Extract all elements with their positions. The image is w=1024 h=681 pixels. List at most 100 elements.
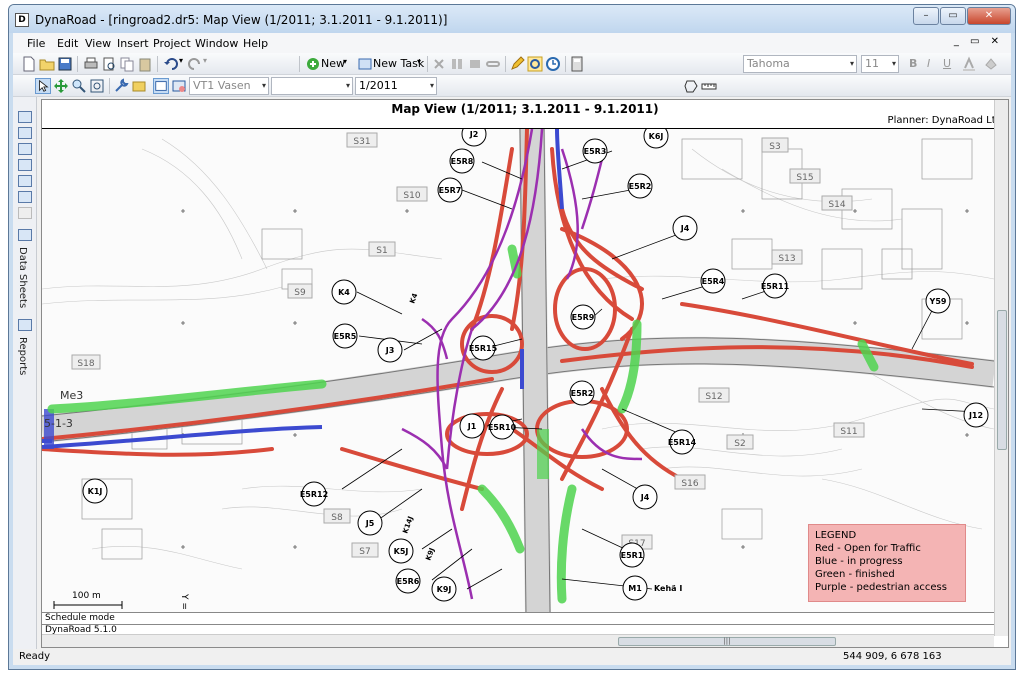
marker-e5r1[interactable]: E5R1 <box>619 542 645 568</box>
font-color-icon[interactable] <box>961 56 977 72</box>
marker-e5r12[interactable]: E5R12 <box>300 481 328 507</box>
tab-reports[interactable]: Reports <box>17 337 28 376</box>
tab-data-sheets[interactable]: Data Sheets <box>17 247 28 309</box>
task-move-icon[interactable] <box>467 56 483 72</box>
marker-e5r11[interactable]: E5R11 <box>761 273 790 299</box>
undo-icon[interactable] <box>163 56 179 72</box>
marker-k6j[interactable]: K6J <box>643 129 669 149</box>
map-canvas[interactable]: S31 S10 S1 S9 S18 S3 S15 S14 S13 S12 S2 … <box>42 128 994 612</box>
sidebar-layers-icon[interactable] <box>18 191 32 203</box>
marker-j3[interactable]: J3 <box>377 337 403 363</box>
period-combo[interactable]: 1/2011▾ <box>355 77 437 95</box>
sidebar-chart-icon[interactable] <box>18 111 32 123</box>
delete-icon[interactable] <box>431 56 447 72</box>
sidebar-map-icon[interactable] <box>18 175 32 187</box>
marker-k9j[interactable]: K9J <box>431 576 457 602</box>
calculator-icon[interactable] <box>569 56 585 72</box>
sidebar-table-icon[interactable] <box>18 159 32 171</box>
new-dropdown-icon[interactable]: ▾ <box>343 57 348 66</box>
marker-j4-north[interactable]: J4 <box>672 215 698 241</box>
underline-button[interactable]: U <box>943 57 952 70</box>
schedule-mode-icon[interactable] <box>527 56 543 72</box>
marker-e5r8[interactable]: E5R8 <box>449 148 475 174</box>
pencil-icon[interactable] <box>509 56 525 72</box>
new-task-dropdown-icon[interactable]: ▾ <box>417 57 422 66</box>
marker-k4[interactable]: K4 <box>331 279 357 305</box>
marker-e5r14[interactable]: E5R14 <box>668 429 697 455</box>
marker-e5r7[interactable]: E5R7 <box>437 177 463 203</box>
menu-edit[interactable]: Edit <box>57 37 79 50</box>
italic-button[interactable]: I <box>927 57 931 70</box>
filter-combo[interactable]: ▾ <box>271 77 353 95</box>
wrench-icon[interactable] <box>113 78 129 94</box>
font-name-combo[interactable]: Tahoma▾ <box>743 55 857 73</box>
road-map[interactable]: S31 S10 S1 S9 S18 S3 S15 S14 S13 S12 S2 … <box>42 129 994 612</box>
open-folder-icon[interactable] <box>39 56 55 72</box>
sidebar-graph-icon[interactable] <box>18 143 32 155</box>
close-button[interactable]: ✕ <box>967 7 1011 25</box>
paste-icon[interactable] <box>137 56 153 72</box>
data-sheets-icon[interactable] <box>18 229 32 241</box>
marker-e5r2-south[interactable]: E5R2 <box>569 380 595 406</box>
polygon-icon[interactable] <box>683 78 699 94</box>
new-plus-icon[interactable] <box>305 56 321 72</box>
menu-insert[interactable]: Insert <box>117 37 149 50</box>
bold-button[interactable]: B <box>909 57 918 70</box>
zoom-extents-icon[interactable] <box>89 78 105 94</box>
task-bars-icon[interactable] <box>449 56 465 72</box>
marker-j12[interactable]: J12 <box>963 402 989 428</box>
vertical-scrollbar[interactable] <box>994 100 1008 636</box>
zoom-icon[interactable] <box>71 78 87 94</box>
redo-dropdown-icon[interactable]: ▾ <box>203 56 208 65</box>
marker-e5r3[interactable]: E5R3 <box>582 138 608 164</box>
marker-k1j[interactable]: K1J <box>82 478 108 504</box>
marker-j5[interactable]: J5 <box>357 510 383 536</box>
marker-j2[interactable]: J2 <box>461 129 487 147</box>
reports-icon[interactable] <box>18 319 32 331</box>
undo-dropdown-icon[interactable]: ▾ <box>179 56 184 65</box>
marker-e5r2-north[interactable]: E5R2 <box>627 173 653 199</box>
vertical-scroll-thumb[interactable] <box>997 310 1007 450</box>
menu-view[interactable]: View <box>85 37 112 50</box>
map-settings-icon[interactable] <box>171 78 187 94</box>
clock-icon[interactable] <box>545 56 561 72</box>
redo-icon[interactable] <box>187 56 203 72</box>
map-window-icon[interactable] <box>153 78 169 94</box>
print-preview-icon[interactable] <box>101 56 117 72</box>
layer-icon[interactable] <box>131 78 147 94</box>
layer-combo[interactable]: VT1 Vasen▾ <box>189 77 269 95</box>
title-bar[interactable]: D DynaRoad - [ringroad2.dr5: Map View (1… <box>9 5 1015 33</box>
minimize-button[interactable]: – <box>913 7 939 25</box>
menu-project[interactable]: Project <box>153 37 191 50</box>
select-arrow-icon[interactable] <box>35 78 51 94</box>
copy-icon[interactable] <box>119 56 135 72</box>
marker-m1[interactable]: M1 <box>622 575 648 601</box>
menu-file[interactable]: File <box>27 37 46 50</box>
horizontal-scrollbar[interactable]: ||| <box>42 634 994 647</box>
marker-k5j[interactable]: K5J <box>388 538 414 564</box>
pan-icon[interactable] <box>53 78 69 94</box>
new-file-icon[interactable] <box>21 56 37 72</box>
ruler-icon[interactable] <box>701 78 717 94</box>
new-task-button[interactable]: New Task <box>373 57 425 70</box>
marker-e5r10[interactable]: E5R10 <box>488 414 517 440</box>
marker-e5r9[interactable]: E5R9 <box>570 304 596 330</box>
menu-help[interactable]: Help <box>243 37 269 50</box>
marker-j1[interactable]: J1 <box>459 413 485 439</box>
marker-e5r6[interactable]: E5R6 <box>395 568 421 594</box>
menu-window[interactable]: Window <box>195 37 239 50</box>
mdi-controls[interactable]: _ ▭ ✕ <box>953 36 1003 47</box>
save-icon[interactable] <box>57 56 73 72</box>
horizontal-scroll-thumb[interactable]: ||| <box>618 637 836 646</box>
link-icon[interactable] <box>485 56 501 72</box>
print-icon[interactable] <box>83 56 99 72</box>
fill-color-icon[interactable] <box>983 56 999 72</box>
marker-e5r5[interactable]: E5R5 <box>332 323 358 349</box>
marker-j4-south[interactable]: J4 <box>632 484 658 510</box>
marker-e5r4[interactable]: E5R4 <box>700 268 726 294</box>
font-size-combo[interactable]: 11▾ <box>861 55 899 73</box>
sidebar-grid-icon[interactable] <box>18 127 32 139</box>
new-button[interactable]: New <box>321 57 345 70</box>
maximize-button[interactable]: ▭ <box>940 7 966 25</box>
marker-y59[interactable]: Y59 <box>925 288 951 314</box>
